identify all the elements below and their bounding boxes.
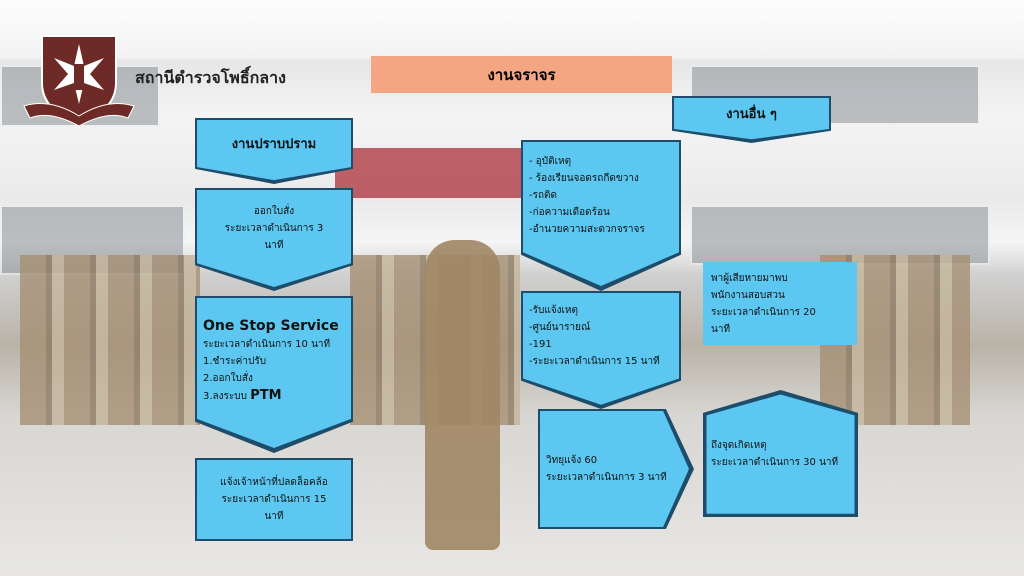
case-item: -อำนวยความสะดวกจราจร xyxy=(529,224,645,235)
step-duration: ระยะเวลาดำเนินการ 15 xyxy=(221,494,327,505)
receive-report-arrow: -รับแจ้งเหตุ -ศูนย์นารายณ์ -191 -ระยะเวล… xyxy=(521,291,681,409)
officer-figure xyxy=(425,240,500,550)
ptm-label: PTM xyxy=(250,388,282,403)
suppression-title: งานปราบปราม xyxy=(231,136,317,152)
officers-group xyxy=(20,255,200,425)
station-sign xyxy=(335,148,525,198)
step-text: พาผู้เสียหายมาพบ xyxy=(711,272,788,284)
unlock-wheel-box: แจ้งเจ้าหน้าที่ปลดล็อคล้อ ระยะเวลาดำเนิน… xyxy=(195,458,353,541)
case-item: -ก่อความเดือดร้อน xyxy=(529,207,610,218)
case-item: -รถติด xyxy=(529,190,558,201)
step-item: 1.ชำระค่าปรับ xyxy=(203,356,267,367)
issue-ticket-arrow: ออกใบสั่ง ระยะเวลาดำเนินการ 3 นาที xyxy=(195,188,353,291)
arrive-scene-arrow: ถึงจุดเกิดเหตุ ระยะเวลาดำเนินการ 30 นาที xyxy=(703,390,858,517)
other-title-arrow: งานอื่น ๆ xyxy=(672,96,831,143)
step-duration: ระยะเวลาดำเนินการ 20 xyxy=(711,306,816,318)
suppression-title-arrow: งานปราบปราม xyxy=(195,118,353,184)
receive-item: -รับแจ้งเหตุ xyxy=(529,305,579,316)
case-item: - ร้องเรียนจอดรถกีดขวาง xyxy=(529,173,639,184)
investigator-box: พาผู้เสียหายมาพบ พนักงานสอบสวน ระยะเวลาด… xyxy=(703,262,857,345)
step-unit: นาที xyxy=(264,240,284,251)
station-name: สถานีตำรวจโพธิ์กลาง xyxy=(135,68,286,87)
step-duration: ระยะเวลาดำเนินการ 30 นาที xyxy=(711,456,839,468)
step-duration: ระยะเวลาดำเนินการ 10 นาที xyxy=(203,339,331,350)
other-title: งานอื่น ๆ xyxy=(726,107,777,122)
step-item: 3.ลงระบบ xyxy=(203,391,247,402)
receive-item: -191 xyxy=(529,339,552,350)
step-text: ออกใบสั่ง xyxy=(253,206,295,217)
step-duration: ระยะเวลาดำเนินการ 3 นาที xyxy=(546,472,667,483)
traffic-cases-arrow: - อุบัติเหตุ - ร้องเรียนจอดรถกีดขวาง -รถ… xyxy=(521,140,681,291)
step-item: 2.ออกใบสั่ง xyxy=(203,373,253,384)
step-unit: นาที xyxy=(264,511,284,522)
traffic-header: งานจราจร xyxy=(371,56,672,93)
receive-item: -ศูนย์นารายณ์ xyxy=(529,322,591,333)
receive-item: -ระยะเวลาดำเนินการ 15 นาที xyxy=(529,356,660,367)
one-stop-service-arrow: One Stop Service ระยะเวลาดำเนินการ 10 นา… xyxy=(195,296,353,453)
one-stop-title: One Stop Service xyxy=(203,318,339,334)
police-logo xyxy=(23,35,135,127)
step-text: ถึงจุดเกิดเหตุ xyxy=(711,439,767,451)
step-text: พนักงานสอบสวน xyxy=(711,289,785,301)
radio-text: วิทยุแจ้ง 60 xyxy=(546,455,598,466)
step-duration: ระยะเวลาดำเนินการ 3 xyxy=(224,223,324,234)
step-unit: นาที xyxy=(711,323,731,335)
radio-arrow: วิทยุแจ้ง 60 ระยะเวลาดำเนินการ 3 นาที xyxy=(538,409,694,529)
step-text: แจ้งเจ้าหน้าที่ปลดล็อคล้อ xyxy=(220,477,328,488)
case-item: - อุบัติเหตุ xyxy=(529,156,572,167)
